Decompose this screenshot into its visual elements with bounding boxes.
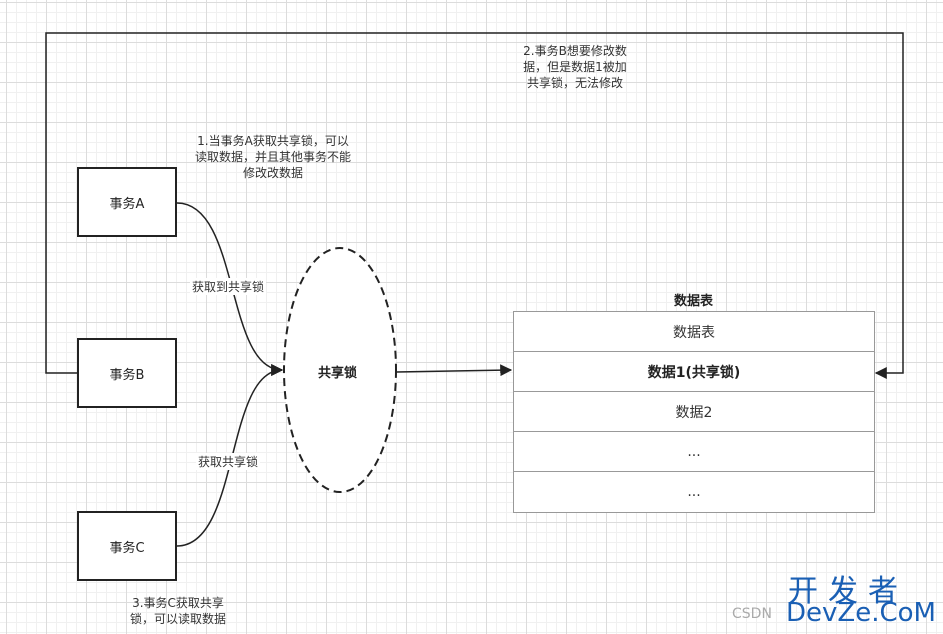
shared-lock-label: 共享锁 — [318, 366, 358, 381]
note-a-line-1: 1.当事务A获取共享锁，可以 — [197, 134, 349, 148]
watermark-logo: 开发者 — [788, 574, 908, 609]
note-transaction-b: 2.事务B想要修改数 据，但是数据1被加 共享锁，无法修改 — [505, 43, 645, 91]
shared-lock-ellipse — [283, 247, 397, 493]
note-transaction-a: 1.当事务A获取共享锁，可以 读取数据，并且其他事务不能 修改改数据 — [178, 133, 368, 181]
note-c-line-2: 锁，可以读取数据 — [129, 612, 226, 626]
table-row-locked: 数据1(共享锁) — [514, 352, 874, 392]
table-row: 数据2 — [514, 392, 874, 432]
edge-lock-to-table — [395, 364, 513, 377]
note-transaction-c: 3.事务C获取共享 锁，可以读取数据 — [108, 595, 248, 627]
table-row: ... — [687, 484, 701, 500]
transaction-b-box: 事务B — [77, 338, 177, 408]
edge-b-to-table — [45, 32, 904, 379]
table-row: 数据表 — [514, 312, 874, 352]
note-c-line-1: 3.事务C获取共享 — [132, 596, 224, 610]
transaction-c-label: 事务C — [109, 540, 145, 556]
note-b-line-3: 共享锁，无法修改 — [526, 76, 623, 90]
edge-label-a-to-lock: 获取到共享锁 — [190, 278, 267, 295]
transaction-a-label: 事务A — [109, 196, 145, 212]
transaction-a-box: 事务A — [77, 167, 177, 237]
transaction-b-label: 事务B — [109, 367, 145, 383]
watermark-site: DevZe.CoM — [786, 598, 936, 628]
table-row: ... — [514, 432, 874, 472]
transaction-c-box: 事务C — [77, 511, 177, 581]
note-b-line-2: 据，但是数据1被加 — [523, 60, 627, 74]
note-a-line-3: 修改改数据 — [242, 166, 303, 180]
edge-label-c-to-lock: 获取共享锁 — [196, 453, 261, 470]
note-b-line-1: 2.事务B想要修改数 — [523, 44, 627, 58]
watermark-csdn: CSDN — [732, 606, 772, 622]
data-table: 数据表 数据1(共享锁) 数据2 ... ... — [513, 311, 875, 513]
note-a-line-2: 读取数据，并且其他事务不能 — [194, 150, 351, 164]
table-title: 数据表 — [674, 294, 714, 309]
